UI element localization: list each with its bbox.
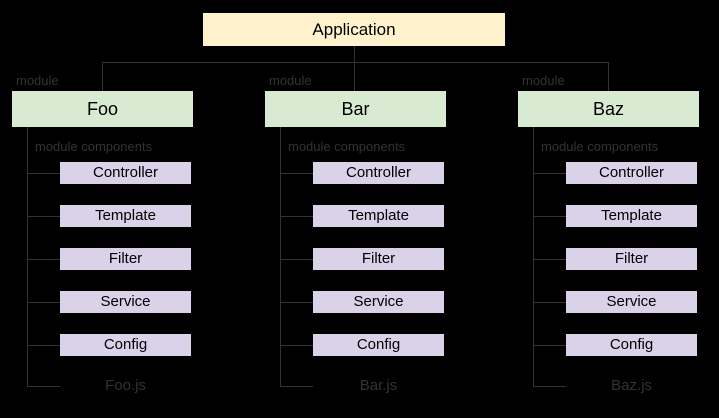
module-column-bar: module Bar module components Controller … [265,74,446,414]
bus-connector [102,62,609,63]
component-box-template: Template [566,205,697,227]
tree-branch [27,259,60,260]
component-box-service: Service [566,291,697,313]
module-annotation: module [522,73,565,88]
component-box-controller: Controller [60,162,191,184]
module-components-annotation: module components [288,139,406,154]
tree-trunk [533,127,534,386]
drop-connector-baz [608,62,609,91]
component-box-filter: Filter [60,248,191,270]
component-box-controller: Controller [313,162,444,184]
tree-branch-file [533,386,566,387]
module-box-baz: Baz [518,91,699,127]
tree-branch [27,216,60,217]
tree-branch-file [280,386,313,387]
component-box-service: Service [313,291,444,313]
tree-branch [280,302,313,303]
tree-branch-file [27,386,60,387]
file-label-bar: Bar.js [359,377,398,394]
component-box-controller: Controller [566,162,697,184]
tree-trunk [280,127,281,386]
component-box-template: Template [60,205,191,227]
component-box-filter: Filter [566,248,697,270]
tree-branch [280,259,313,260]
module-column-foo: module Foo module components Controller … [12,74,193,414]
tree-branch [27,345,60,346]
component-box-filter: Filter [313,248,444,270]
tree-branch [533,302,566,303]
module-box-foo: Foo [12,91,193,127]
file-label-baz: Baz.js [611,377,652,394]
tree-trunk [27,127,28,386]
tree-branch [533,173,566,174]
component-box-config: Config [60,334,191,356]
tree-branch [27,302,60,303]
application-stem-connector [354,46,355,91]
module-annotation: module [16,73,59,88]
tree-branch [533,216,566,217]
tree-branch [280,173,313,174]
module-column-baz: module Baz module components Controller … [518,74,699,414]
module-components-annotation: module components [35,139,153,154]
tree-branch [533,259,566,260]
tree-branch [533,345,566,346]
component-box-service: Service [60,291,191,313]
module-box-bar: Bar [265,91,446,127]
tree-branch [280,345,313,346]
component-box-config: Config [566,334,697,356]
component-box-template: Template [313,205,444,227]
file-label-foo: Foo.js [105,377,146,394]
component-box-config: Config [313,334,444,356]
module-annotation: module [269,73,312,88]
drop-connector-foo [102,62,103,91]
tree-branch [27,173,60,174]
module-components-annotation: module components [541,139,659,154]
application-box: Application [203,13,505,46]
tree-branch [280,216,313,217]
